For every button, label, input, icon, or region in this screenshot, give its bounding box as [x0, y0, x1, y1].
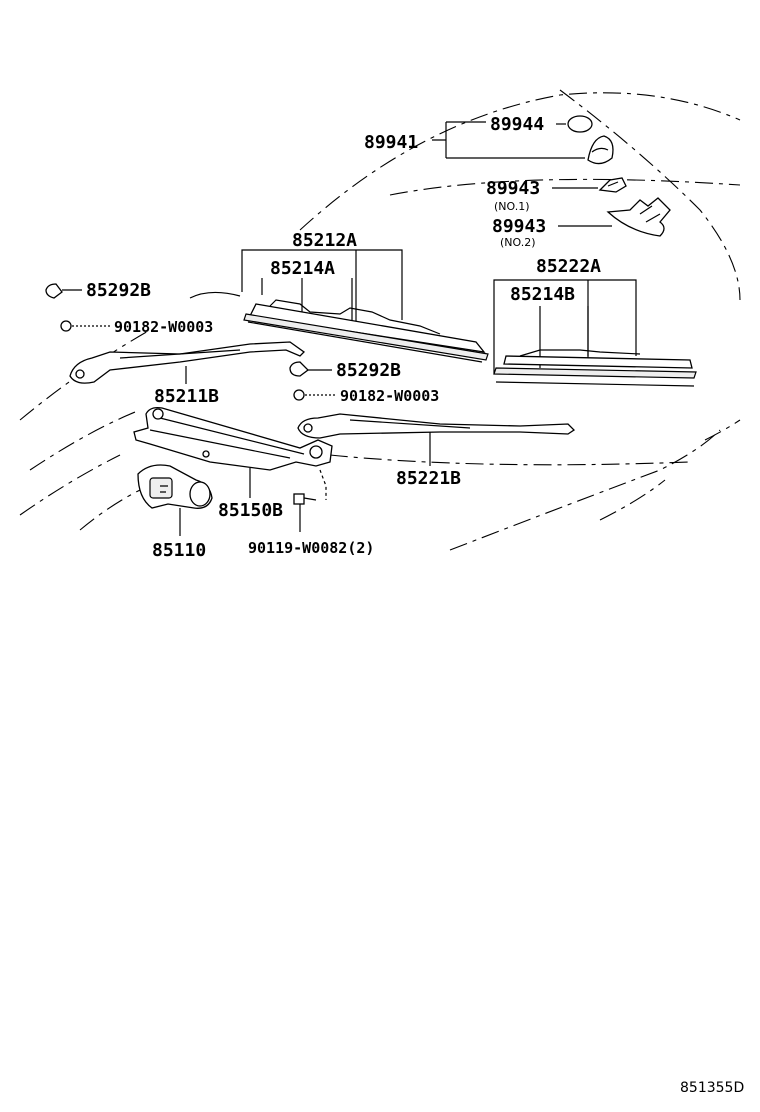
label-85110: 85110: [152, 540, 206, 561]
clip-89943-no1: [598, 177, 627, 193]
washer-nozzle-89941: [587, 135, 614, 165]
label-85222A: 85222A: [536, 256, 601, 277]
diagram-id: 851355D: [680, 1080, 744, 1096]
label-no1: (NO.1): [494, 200, 530, 213]
wiper-blade-left: [243, 299, 489, 363]
nut-90182-left: [60, 320, 72, 332]
label-89943-no1: 89943: [486, 178, 540, 199]
label-85212A: 85212A: [292, 230, 357, 251]
bracket-89943-no2: [606, 197, 671, 237]
label-85150B: 85150B: [218, 500, 283, 521]
label-89944: 89944: [490, 114, 544, 135]
wiper-link-85150B: [133, 406, 333, 471]
cap-85292B-right: [289, 361, 309, 377]
wiper-arm-85221B: [297, 413, 576, 439]
wiper-blade-right: [493, 349, 697, 387]
leader-85212A-hose: [189, 291, 241, 299]
label-85221B: 85221B: [396, 468, 461, 489]
label-89941: 89941: [364, 132, 418, 153]
cap-85292B-left: [45, 283, 63, 299]
bracket-85212A: [241, 249, 403, 328]
leader-89941: [432, 121, 585, 159]
bolt-90119: [293, 493, 317, 505]
label-90182-left: 90182-W0003: [114, 318, 213, 336]
label-no2: (NO.2): [500, 236, 536, 249]
wiper-motor-85110: [137, 464, 213, 509]
label-89943-no2: 89943: [492, 216, 546, 237]
leader-90119-dash: [319, 469, 327, 500]
label-90119: 90119-W0082(2): [248, 539, 374, 557]
label-85211B: 85211B: [154, 386, 219, 407]
label-90182-right: 90182-W0003: [340, 387, 439, 405]
cap-89944: [567, 115, 593, 133]
label-85214A: 85214A: [270, 258, 335, 279]
wiper-arm-85211B: [69, 341, 306, 384]
label-85292B-left: 85292B: [86, 280, 151, 301]
label-85292B-right: 85292B: [336, 360, 401, 381]
nut-90182-right: [293, 389, 305, 401]
label-85214B: 85214B: [510, 284, 575, 305]
